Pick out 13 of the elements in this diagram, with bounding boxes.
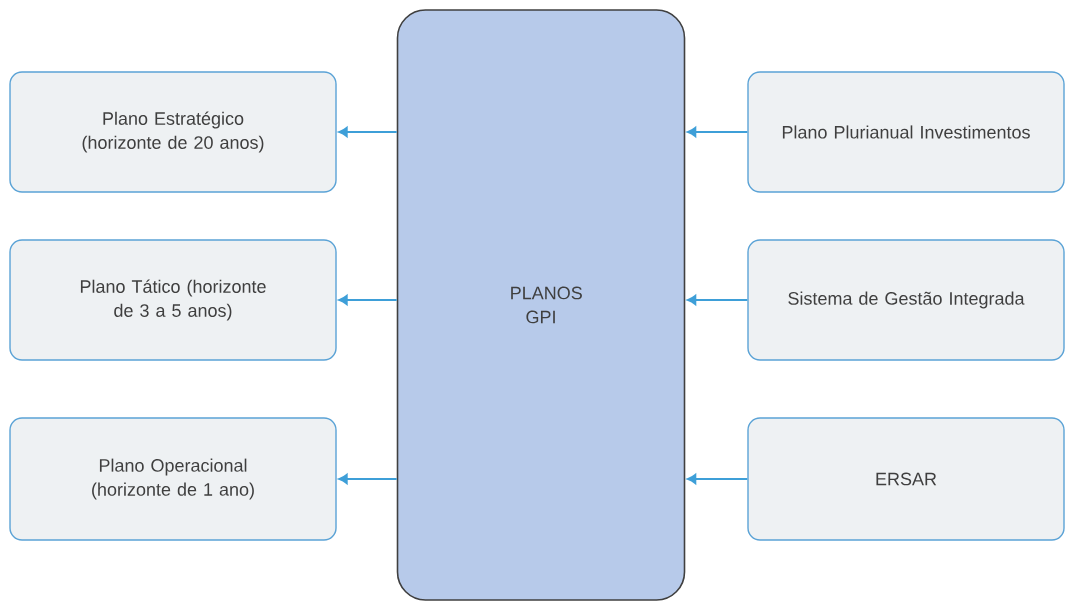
plan-box: Plano Estratégico (horizonte de 20 anos): [9, 71, 337, 193]
center-box: PLANOS GPI: [396, 9, 686, 601]
arrow: [338, 473, 397, 485]
arrow: [687, 294, 748, 306]
arrow: [687, 473, 748, 485]
plan-box: Plano Operacional (horizonte de 1 ano): [9, 417, 337, 541]
plan-box: Sistema de Gestão Integrada: [747, 239, 1065, 361]
plan-box: ERSAR: [747, 417, 1065, 541]
arrow: [338, 294, 397, 306]
plan-box: Plano Plurianual Investimentos: [747, 71, 1065, 193]
plan-box: Plano Tático (horizonte de 3 a 5 anos): [9, 239, 337, 361]
arrow: [338, 126, 397, 138]
arrow: [687, 126, 748, 138]
